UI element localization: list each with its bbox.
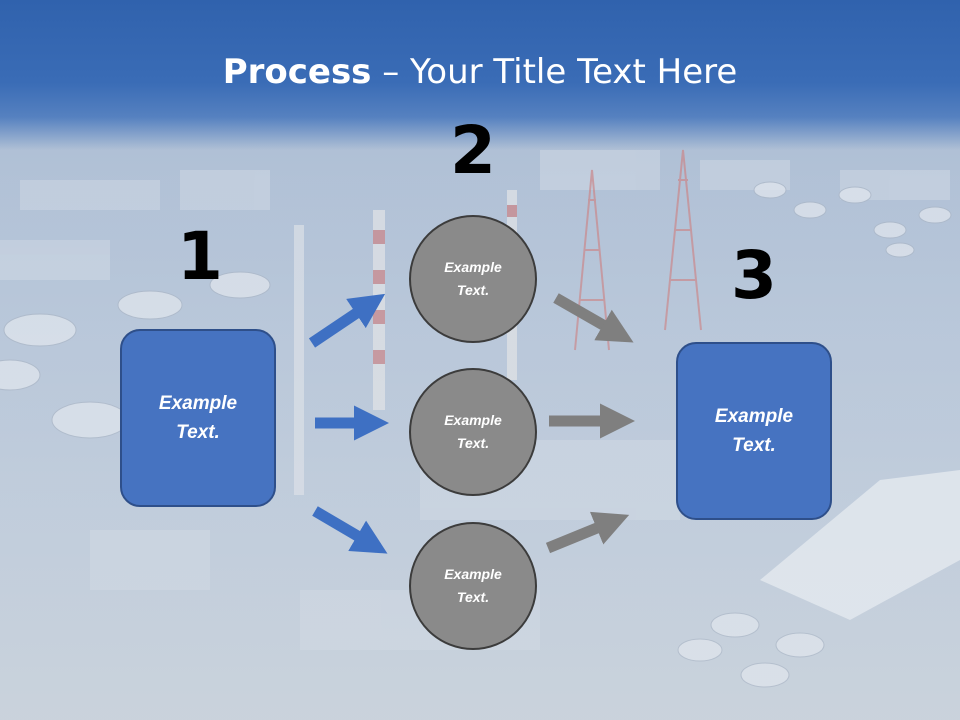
title-rest: – Your Title Text Here	[371, 52, 738, 92]
gray-arrow-up	[545, 511, 630, 554]
circle-middle-label: Example Text.	[444, 412, 502, 451]
circle-middle[interactable]: Example Text.	[409, 368, 537, 496]
circle-top-label: Example Text.	[444, 259, 502, 298]
step-3-label: Example Text.	[714, 406, 794, 456]
title-bar	[0, 0, 960, 150]
step-1-box[interactable]: Example Text.	[120, 329, 276, 507]
blue-arrow-up	[308, 293, 386, 348]
step-3-box[interactable]: Example Text.	[676, 342, 832, 520]
circle-bottom-label: Example Text.	[444, 566, 502, 605]
blue-arrow-down	[312, 506, 388, 554]
title-bold: Process	[222, 52, 372, 92]
circle-bottom[interactable]: Example Text.	[409, 522, 537, 650]
step-number-3: 3	[731, 237, 777, 314]
gray-arrow-down	[553, 293, 634, 343]
slide-title: Process – Your Title Text Here	[0, 52, 960, 92]
step-1-label: Example Text.	[158, 393, 238, 443]
step-number-2: 2	[450, 112, 496, 189]
step-number-1: 1	[177, 218, 223, 295]
circle-top[interactable]: Example Text.	[409, 215, 537, 343]
